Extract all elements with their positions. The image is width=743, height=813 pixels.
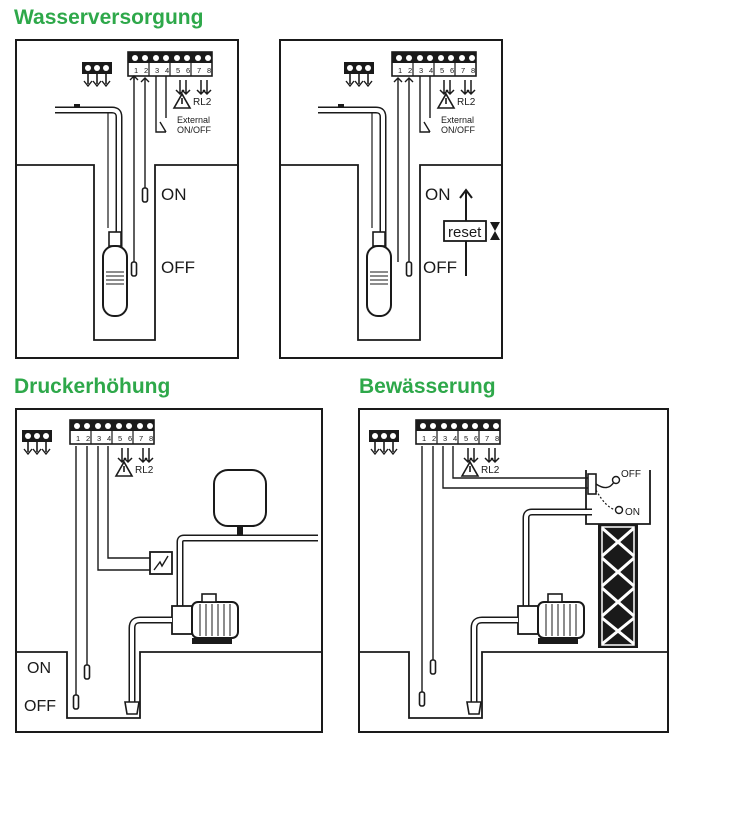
svg-text:2: 2 [86,434,90,443]
panel-irrigation: 1 2 3 4 5 6 7 8 RL2 OFF ON [358,408,669,733]
level-on-label: ON [161,185,187,204]
svg-text:5: 5 [440,66,444,75]
svg-text:3: 3 [97,434,101,443]
level-on-label-2: ON [425,185,451,204]
warning-icon [173,93,191,109]
power-plug-icon-2 [343,61,375,87]
warning-icon-2 [437,93,455,109]
pressure-tank-icon [213,469,267,527]
submersible-pump-icon-2 [366,231,392,317]
svg-text:8: 8 [149,434,153,443]
float-sensor-4b [418,691,426,707]
svg-text:RL2: RL2 [481,465,500,476]
svg-text:8: 8 [471,66,475,75]
title-pressure-boost: Druckerhöhung [14,375,171,398]
svg-text:External: External [441,115,474,125]
terminal-label-5: 5 [176,66,180,75]
terminal-label-8: 8 [207,66,211,75]
power-plug-icon-3 [21,429,53,455]
hourglass-icon [490,222,500,240]
terminal-label-6: 6 [186,66,190,75]
external-onoff-label: ON/OFF [177,125,211,135]
svg-text:ON/OFF: ON/OFF [441,125,475,135]
level-on-label-3: ON [27,660,51,677]
svg-text:7: 7 [461,66,465,75]
float-sensor-2 [405,261,413,277]
terminal-label-4: 4 [165,66,169,75]
svg-text:6: 6 [474,434,478,443]
terminal-label-2: 2 [144,66,148,75]
power-plug-icon [81,61,113,87]
power-plug-icon-4 [368,429,400,455]
panel-water-supply-2: 1 2 3 4 5 6 7 8 RL2 External ON/OFF ON O… [279,39,503,359]
svg-text:6: 6 [450,66,454,75]
level-off-label-2: OFF [423,258,457,277]
svg-text:3: 3 [443,434,447,443]
float-sensor-on [141,187,149,203]
svg-text:4: 4 [429,66,433,75]
float-sensor-3b [72,694,80,710]
svg-text:4: 4 [453,434,457,443]
float-sensor-4a [429,659,437,675]
svg-text:2: 2 [432,434,436,443]
water-tower-icon [598,524,638,648]
float-off-label: OFF [621,469,641,480]
float-on-label: ON [625,507,640,518]
svg-text:RL2: RL2 [457,97,476,108]
level-off-label: OFF [161,258,195,277]
terminal-label-7: 7 [197,66,201,75]
reset-box [443,220,487,242]
title-water-supply: Wasserversorgung [14,6,204,29]
svg-text:8: 8 [495,434,499,443]
submersible-pump-icon [102,231,128,317]
svg-text:7: 7 [485,434,489,443]
terminal-label-3: 3 [155,66,159,75]
svg-text:6: 6 [128,434,132,443]
float-sensor-off [130,261,138,277]
warning-icon-4 [461,461,479,477]
svg-text:5: 5 [118,434,122,443]
svg-text:1: 1 [76,434,80,443]
svg-text:1: 1 [422,434,426,443]
svg-text:1: 1 [398,66,402,75]
external-label: External [177,115,210,125]
svg-text:2: 2 [408,66,412,75]
svg-text:4: 4 [107,434,111,443]
svg-text:3: 3 [419,66,423,75]
panel-pressure-boost: 1 2 3 4 5 6 7 8 RL2 ON OFF [15,408,323,733]
title-irrigation: Bewässerung [359,375,496,398]
warning-icon-3 [115,461,133,477]
svg-text:7: 7 [139,434,143,443]
float-sensor-3a [83,664,91,680]
panel-water-supply-1: 1 2 3 4 5 6 7 8 RL2 External ON/OFF ON O… [15,39,239,359]
level-off-label-3: OFF [24,698,56,715]
reset-label: reset [448,224,482,241]
terminal-label-1: 1 [134,66,138,75]
svg-text:5: 5 [464,434,468,443]
svg-text:RL2: RL2 [135,465,154,476]
relay-label: RL2 [193,97,212,108]
